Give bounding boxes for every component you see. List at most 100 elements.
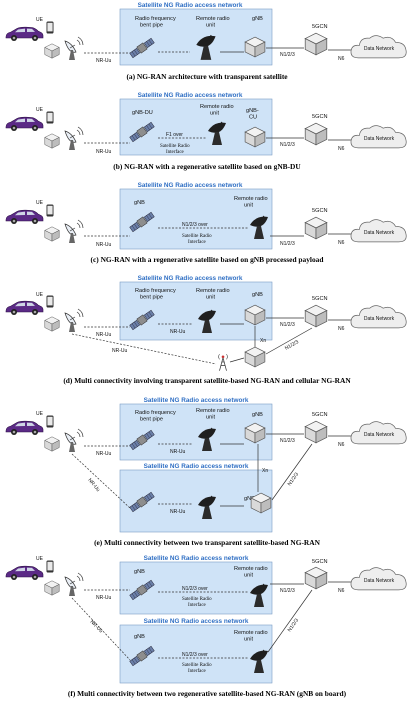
car-icon	[5, 26, 44, 42]
panel-e-title: Satellite NG Radio access network	[144, 397, 249, 404]
car-icon	[5, 300, 44, 316]
panel-d-title: Satellite NG Radio access network	[138, 275, 243, 282]
panel-a-n-if: N1/2/3	[280, 52, 295, 58]
panel-a-ue-label: UE	[36, 17, 44, 23]
ue-antenna-icon	[64, 36, 84, 61]
phone-icon	[46, 295, 54, 308]
ue-antenna-icon	[64, 126, 84, 151]
panel-b-title: Satellite NG Radio access network	[138, 92, 243, 99]
panel-a-caption: (a) NG-RAN architecture with transparent…	[126, 72, 288, 81]
panel-e-dn: Data Network	[364, 432, 395, 438]
panel-b-n6: N6	[338, 146, 345, 152]
panel-d-nr-uu2: NR-Uu	[170, 329, 185, 335]
ue-antenna-icon	[64, 572, 84, 597]
panel-d-nr-uu: NR-Uu	[96, 332, 111, 338]
panel-f-core-label: 5GCN	[312, 559, 328, 565]
panel-f-sat-label: gNB	[134, 569, 145, 575]
panel-e-gnb-label2: gNB	[244, 496, 255, 502]
panel-a-ran-box	[119, 8, 273, 66]
panel-b-dn: Data Network	[364, 136, 395, 142]
panel-c-n6: N6	[338, 240, 345, 246]
n123-link-2	[267, 589, 313, 653]
panel-e: Satellite NG Radio access network Satell…	[5, 397, 407, 547]
panel-f-title2: Satellite NG Radio access network	[144, 618, 249, 625]
panel-b: Satellite NG Radio access network UE NR-…	[5, 92, 407, 171]
core-icon	[304, 420, 328, 444]
panel-c-core-label: 5GCN	[312, 208, 328, 214]
panel-d-n-if: N1/2/3	[280, 322, 295, 328]
cell-tower-icon	[218, 353, 228, 372]
ue-box-icon	[44, 436, 60, 452]
ue-box-icon	[44, 580, 60, 596]
panel-d-nr-uu3: NR-Uu	[112, 348, 127, 354]
ue-antenna-icon	[64, 219, 84, 244]
panel-a: Satellite NG Radio access network UE NR-…	[5, 2, 407, 81]
panel-f-sat-label2: gNB	[134, 634, 145, 640]
panel-e-gnb-label: gNB	[252, 412, 263, 418]
ue-box-icon	[44, 43, 60, 59]
panel-c-title: Satellite NG Radio access network	[138, 182, 243, 189]
ue-box-icon	[44, 133, 60, 149]
panel-d-n-if2: N1/2/3	[284, 339, 300, 352]
ue-box-icon	[44, 226, 60, 242]
panel-e-ue-label: UE	[36, 411, 44, 417]
panel-e-n-if: N1/2/3	[280, 438, 295, 444]
ue-antenna-icon	[64, 428, 84, 453]
panel-b-ue-label: UE	[36, 107, 44, 113]
panel-b-core-label: 5GCN	[312, 114, 328, 120]
nr-uu-link-2	[71, 453, 131, 509]
tower-gnb-link	[229, 357, 245, 363]
panel-d-core-label: 5GCN	[312, 296, 328, 302]
phone-icon	[46, 415, 54, 428]
car-icon	[5, 209, 44, 225]
panel-f-title: Satellite NG Radio access network	[144, 555, 249, 562]
panel-d-caption: (d) Multi connectivity involving transpa…	[63, 376, 351, 385]
panel-b-sat-label: gNB-DU	[132, 110, 153, 116]
panel-c: Satellite NG Radio access network UE NR-…	[5, 182, 407, 264]
phone-icon	[46, 204, 54, 217]
panel-c-n-if: N1/2/3	[280, 241, 295, 247]
panel-e-title2: Satellite NG Radio access network	[144, 463, 249, 470]
nr-uu-cellular-link	[71, 333, 217, 365]
panel-c-nr-uu: NR-Uu	[96, 242, 111, 248]
panel-a-dn: Data Network	[364, 46, 395, 52]
panel-f-n-over2: N1/2/3 over	[182, 652, 208, 658]
panel-e-n-if2: N1/2/3	[287, 471, 300, 487]
ue-antenna-icon	[64, 308, 84, 333]
panel-a-nr-uu: NR-Uu	[96, 58, 111, 64]
panel-c-ue-label: UE	[36, 200, 44, 206]
car-icon	[5, 420, 44, 436]
nr-uu-link-2	[71, 597, 131, 661]
panel-d-n6: N6	[338, 326, 345, 332]
core-icon	[304, 122, 328, 146]
panel-d: Satellite NG Radio access network UE NR-…	[5, 275, 407, 385]
panel-a-gnb-label: gNB	[252, 16, 263, 22]
panel-b-nr-uu: NR-Uu	[96, 149, 111, 155]
panel-f-n-if: N1/2/3	[280, 588, 295, 594]
panel-b-caption: (b) NG-RAN with a regenerative satellite…	[113, 162, 301, 171]
panel-f-nr-uu: NR-Uu	[96, 595, 111, 601]
car-icon	[5, 565, 44, 581]
panel-d-gnb-label: gNB	[252, 292, 263, 298]
panel-e-n6: N6	[338, 442, 345, 448]
panel-a-title: Satellite NG Radio access network	[138, 2, 243, 9]
phone-icon	[46, 21, 54, 34]
ue-box-icon	[44, 316, 60, 332]
panel-f-ue-label: UE	[36, 556, 44, 562]
n123-link-2	[265, 327, 313, 355]
core-icon	[304, 566, 328, 590]
panel-b-f1: F1 over	[166, 132, 183, 138]
core-icon	[304, 32, 328, 56]
